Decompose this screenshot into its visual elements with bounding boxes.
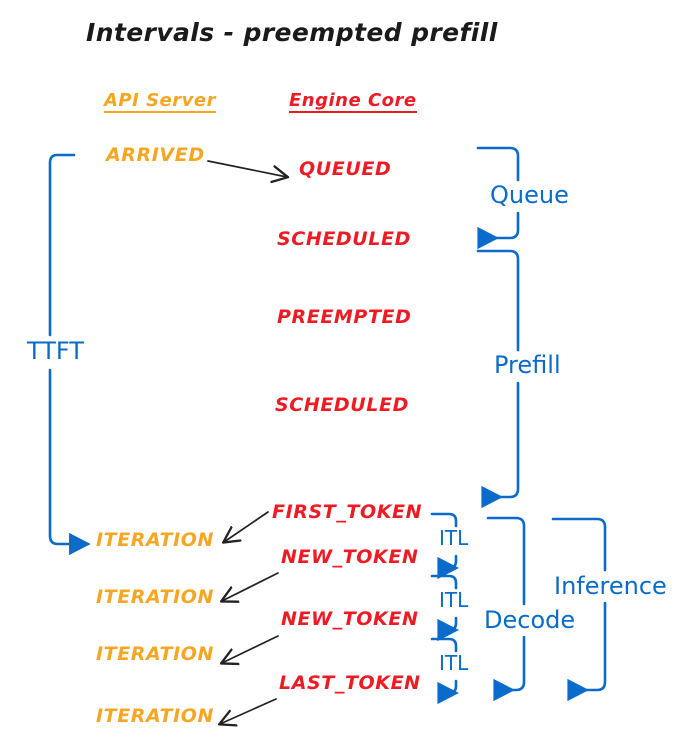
queue-bracket [476, 146, 520, 250]
diagram-title: Intervals - preempted prefill [86, 18, 498, 47]
event-last-token: LAST_TOKEN [279, 672, 421, 694]
event-new-token-1: NEW_TOKEN [281, 546, 419, 568]
interval-label-inference: Inference [551, 574, 670, 598]
decode-bracket [486, 516, 526, 702]
event-arrived: ARRIVED [106, 144, 205, 166]
event-iteration-3: ITERATION [96, 643, 215, 665]
event-scheduled-1: SCHEDULED [277, 228, 411, 250]
interval-label-itl-3: ITL [436, 653, 472, 673]
itl-bracket-3 [430, 637, 459, 705]
interval-label-itl-1: ITL [436, 528, 472, 548]
interval-label-ttft: TTFT [24, 339, 87, 363]
event-preempted: PREEMPTED [277, 306, 412, 328]
inference-bracket [551, 517, 607, 702]
column-header-api-server: API Server [104, 90, 216, 113]
event-iteration-2: ITERATION [96, 586, 215, 608]
event-iteration-4: ITERATION [96, 705, 215, 727]
transition-arrows [207, 160, 287, 724]
itl-bracket-2 [430, 574, 459, 642]
prefill-bracket [476, 249, 520, 509]
itl-bracket-1 [430, 512, 459, 580]
column-header-engine-core: Engine Core [289, 90, 417, 113]
interval-label-decode: Decode [481, 608, 579, 632]
interval-label-queue: Queue [487, 183, 572, 207]
event-iteration-1: ITERATION [96, 529, 215, 551]
event-queued: QUEUED [299, 158, 392, 180]
event-first-token: FIRST_TOKEN [272, 501, 423, 523]
event-scheduled-2: SCHEDULED [275, 394, 409, 416]
ttft-bracket [48, 153, 91, 556]
interval-label-itl-2: ITL [436, 590, 472, 610]
interval-label-prefill: Prefill [491, 353, 564, 377]
event-new-token-2: NEW_TOKEN [281, 608, 419, 630]
